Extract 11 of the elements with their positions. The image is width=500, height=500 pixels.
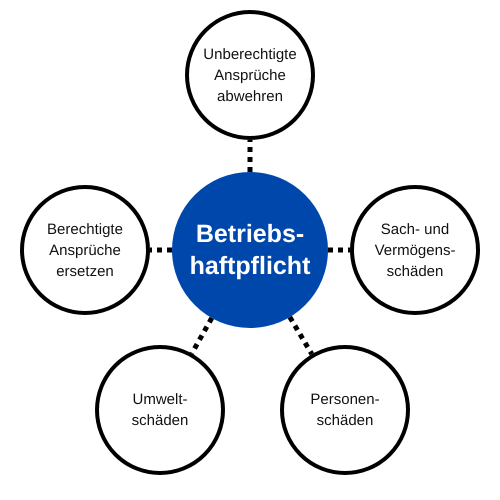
circle-label: Personen-schäden xyxy=(309,390,381,431)
circle-label: Betriebs-haftpflicht xyxy=(188,218,312,282)
circle-label: Umwelt-schäden xyxy=(130,390,190,431)
dotted-connector xyxy=(248,140,252,172)
dotted-connector xyxy=(328,248,350,252)
circle-label: Unberechtigte Ansprüche abwehren xyxy=(202,44,298,106)
circle-label: Berechtigte Ansprüche ersetzen xyxy=(46,220,124,282)
dotted-connector xyxy=(150,248,172,252)
dotted-connector xyxy=(288,316,314,356)
circle-label: Sach- und Vermögens-schäden xyxy=(374,220,456,282)
dotted-connector xyxy=(190,316,214,355)
